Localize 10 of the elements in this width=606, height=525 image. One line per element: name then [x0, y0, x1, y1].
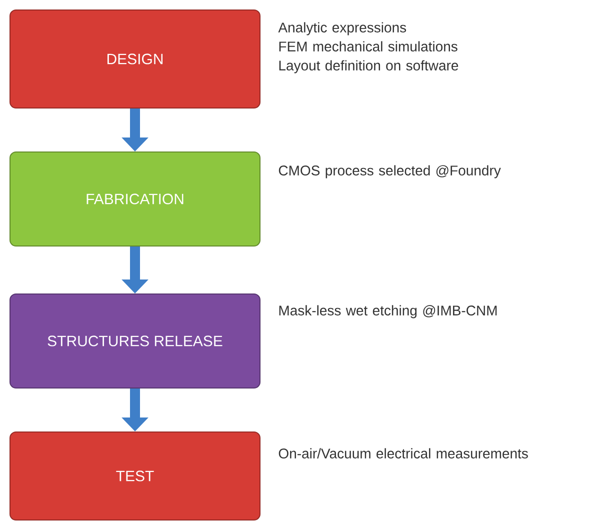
process-box: DESIGN	[10, 10, 260, 108]
process-box: TEST	[10, 431, 260, 520]
process-box: STRUCTURES RELEASE	[10, 293, 260, 388]
description-text: Layout definition on software	[279, 60, 458, 74]
description-text: Mask-less wet etching @IMB-CNM	[279, 305, 497, 318]
description-text: FEM mechanical simulations	[279, 41, 458, 52]
description-text: On-air/Vacuum electrical measurements	[278, 448, 528, 458]
process-box: FABRICATION	[10, 152, 260, 246]
description-text: CMOS process selected @Foundry	[278, 165, 501, 178]
description-text: Analytic expressions	[278, 22, 406, 36]
